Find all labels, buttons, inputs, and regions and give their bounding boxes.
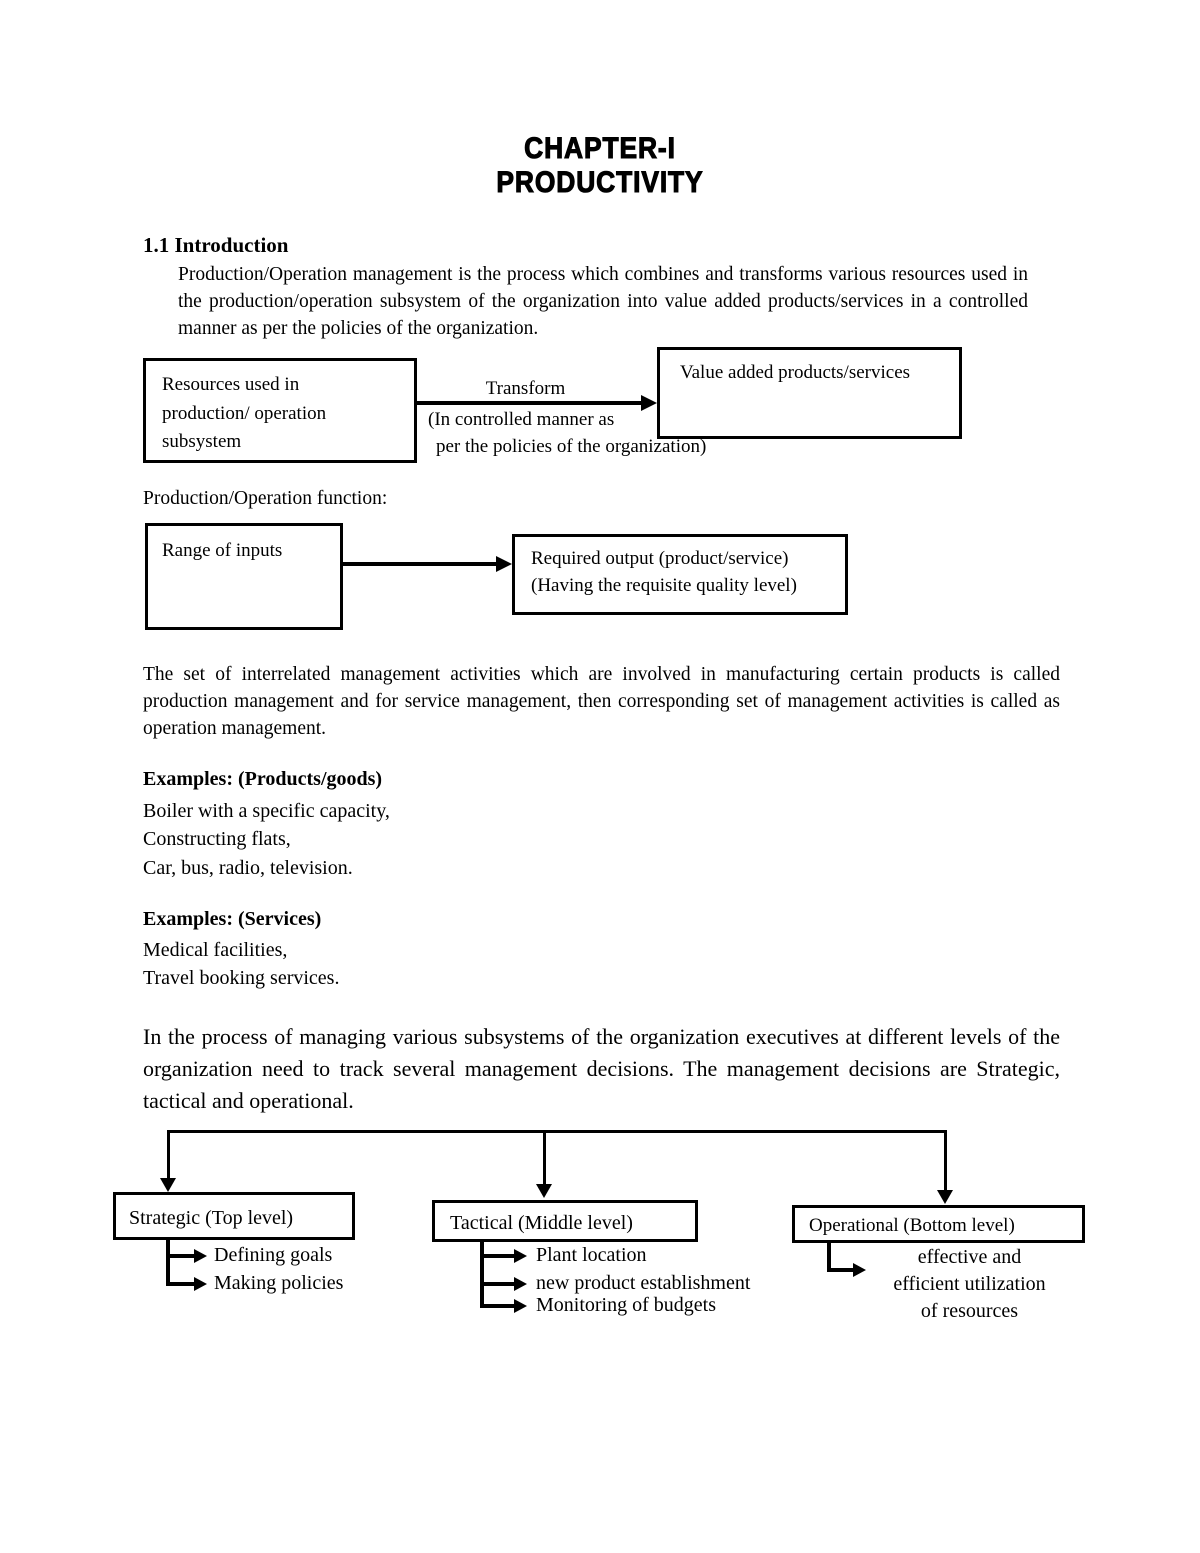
function-arrowhead-icon xyxy=(496,556,512,572)
tactical-item: Monitoring of budgets xyxy=(536,1294,716,1316)
list-item: Constructing flats, xyxy=(143,828,291,851)
operational-branch-line xyxy=(827,1268,855,1272)
transform-arrow-label: Transform xyxy=(485,378,566,399)
strategic-item: Making policies xyxy=(214,1272,344,1294)
function-arrow-line xyxy=(343,562,498,566)
transform-sublabel-line2: per the policies of the organization) xyxy=(436,436,707,457)
tree-right-stem xyxy=(944,1130,947,1192)
decisions-paragraph: In the process of managing various subsy… xyxy=(143,1024,1060,1113)
chapter-title-line2: PRODUCTIVITY xyxy=(496,165,704,199)
value-added-box: Value added products/services xyxy=(657,347,962,439)
tree-right-arrowhead-icon xyxy=(937,1190,953,1204)
list-item: Car, bus, radio, television. xyxy=(143,856,353,879)
tree-left-stem xyxy=(167,1130,170,1180)
resources-box-text: Resources used in production/ operation … xyxy=(162,374,327,452)
tree-center-stem xyxy=(543,1130,546,1186)
tactical-box: Tactical (Middle level) xyxy=(432,1200,698,1242)
tactical-item: Plant location xyxy=(536,1244,647,1266)
resources-box: Resources used in production/ operation … xyxy=(143,358,417,463)
strategic-branch-line-2 xyxy=(166,1282,196,1286)
operational-branch-arrowhead-icon xyxy=(853,1263,866,1277)
strategic-branch-line-1 xyxy=(166,1254,196,1258)
operational-item: effective and xyxy=(917,1246,1022,1268)
tactical-branch-line-2 xyxy=(480,1282,516,1286)
required-output-line2: (Having the requisite quality level) xyxy=(531,575,797,596)
tactical-branch-arrowhead-icon xyxy=(514,1299,527,1313)
tactical-branch-arrowhead-icon xyxy=(514,1277,527,1291)
tactical-branch-line-1 xyxy=(480,1254,516,1258)
tree-top-connector xyxy=(167,1130,947,1133)
tactical-branch-line-3 xyxy=(480,1304,516,1308)
tree-center-arrowhead-icon xyxy=(536,1184,552,1198)
management-paragraph: The set of interrelated management activ… xyxy=(143,664,1060,740)
operational-item: efficient utilization xyxy=(893,1273,1046,1295)
range-of-inputs-text: Range of inputs xyxy=(162,540,283,561)
strategic-branch-stem xyxy=(166,1240,170,1286)
strategic-box-label: Strategic (Top level) xyxy=(129,1207,294,1229)
list-item: Medical facilities, xyxy=(143,939,288,961)
tree-left-arrowhead-icon xyxy=(160,1178,176,1192)
list-item: Boiler with a specific capacity, xyxy=(143,800,390,822)
transform-arrow-line xyxy=(417,401,645,405)
section-heading: 1.1 Introduction xyxy=(143,233,289,257)
chapter-title-line1: CHAPTER-I xyxy=(524,131,676,165)
transform-sublabel-line1: (In controlled manner as xyxy=(428,409,615,430)
required-output-box: Required output (product/service) (Havin… xyxy=(512,534,848,615)
tactical-item: new product establishment xyxy=(536,1272,751,1294)
transform-arrowhead-icon xyxy=(641,395,657,411)
tactical-box-label: Tactical (Middle level) xyxy=(450,1212,633,1234)
operational-items: effective and efficient utilization of r… xyxy=(872,1244,1067,1325)
tactical-branch-stem xyxy=(480,1242,484,1308)
examples-services-list: Medical facilities, Travel booking servi… xyxy=(143,936,339,993)
required-output-line1: Required output (product/service) xyxy=(531,548,789,569)
examples-products-list: Boiler with a specific capacity, Constru… xyxy=(143,797,390,882)
chapter-title: CHAPTER-I PRODUCTIVITY xyxy=(72,131,1128,200)
operational-box: Operational (Bottom level) xyxy=(792,1205,1085,1243)
strategic-item: Defining goals xyxy=(214,1244,333,1266)
range-of-inputs-box: Range of inputs xyxy=(145,523,343,630)
strategic-branch-arrowhead-icon xyxy=(194,1249,207,1263)
operational-item: of resources xyxy=(920,1300,1019,1322)
strategic-box: Strategic (Top level) xyxy=(113,1192,355,1240)
operational-branch-stem xyxy=(827,1243,831,1272)
function-label: Production/Operation function: xyxy=(143,488,388,509)
operational-box-label: Operational (Bottom level) xyxy=(809,1215,1015,1236)
list-item: Travel booking services. xyxy=(143,967,340,990)
value-added-box-text: Value added products/services xyxy=(680,362,911,383)
strategic-branch-arrowhead-icon xyxy=(194,1277,207,1291)
examples-services-heading: Examples: (Services) xyxy=(143,908,322,930)
intro-paragraph: Production/Operation management is the p… xyxy=(178,264,1028,340)
tactical-branch-arrowhead-icon xyxy=(514,1249,527,1263)
examples-products-heading: Examples: (Products/goods) xyxy=(143,768,383,790)
